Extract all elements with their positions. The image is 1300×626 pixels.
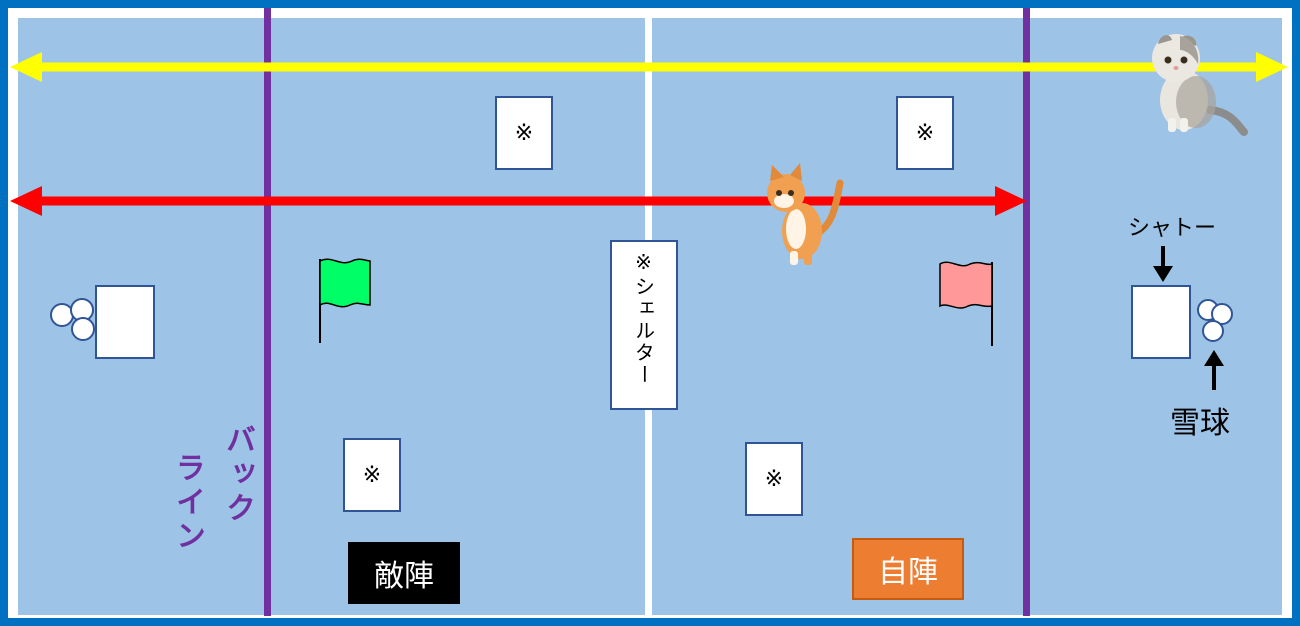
shelter-label: シェルター	[631, 276, 656, 386]
shelter-mark: ※	[764, 466, 784, 492]
shelter-mark: ※	[362, 462, 382, 488]
back-line-label-1: バック	[220, 424, 255, 526]
green-flag-icon	[319, 258, 371, 343]
shelter-mark: ※	[514, 120, 534, 146]
shelter-box: ※	[745, 442, 803, 516]
pink-flag-icon	[939, 261, 993, 346]
shelter-box: ※	[495, 96, 553, 170]
enemy-camp-label: 敵陣	[374, 559, 434, 594]
own-chateau	[1131, 285, 1191, 359]
snowball-icon	[1197, 299, 1233, 342]
chateau-pointer-arrow	[1153, 246, 1173, 282]
snowball-pointer-arrow	[1204, 350, 1224, 390]
enemy-chateau	[95, 285, 155, 359]
enemy-camp-box: 敵陣	[348, 542, 460, 604]
shelter-mark: ※	[631, 250, 656, 276]
shelter-box: ※	[343, 438, 401, 512]
back-line-label-2: ライン	[170, 452, 205, 554]
center-shelter: ※シェルター	[610, 240, 678, 410]
cat-orange-icon	[767, 163, 844, 265]
chateau-label: シャトー	[1128, 216, 1217, 241]
own-camp-label: 自陣	[878, 555, 938, 590]
cat-grey-icon	[1152, 34, 1248, 136]
shelter-mark: ※	[915, 120, 935, 146]
enemy-back-line	[264, 8, 271, 616]
snowball-icon	[50, 298, 95, 341]
own-camp-box: 自陣	[852, 538, 964, 600]
own-back-line	[1023, 8, 1030, 616]
shelter-box: ※	[896, 96, 954, 170]
snowball-label: 雪球	[1170, 406, 1230, 441]
